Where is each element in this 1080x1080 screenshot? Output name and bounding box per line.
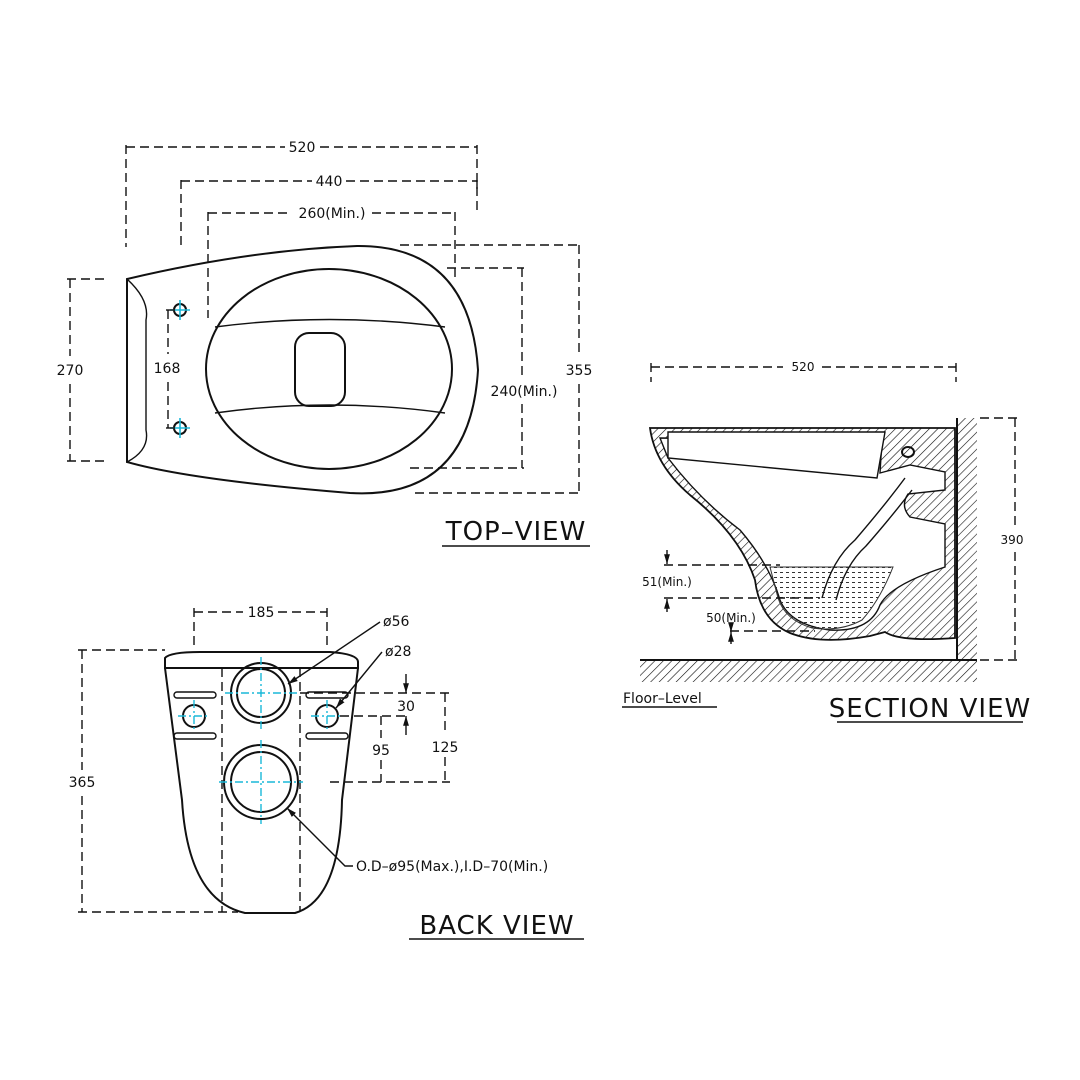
section-view: 520 390 51(Min.) 50(Min.) Floor–Level SE… xyxy=(622,360,1031,724)
top-view-outline xyxy=(126,244,480,495)
dim-390: 390 xyxy=(1001,533,1024,547)
dim-51-min: 51(Min.) xyxy=(642,575,692,589)
dim-outlet: O.D–ø95(Max.),I.D–70(Min.) xyxy=(356,859,548,875)
dim-95: 95 xyxy=(372,743,390,759)
dim-440: 440 xyxy=(316,174,343,190)
side-hole-icon xyxy=(178,700,343,732)
inlet-hole-icon xyxy=(225,657,297,729)
section-view-title: SECTION VIEW xyxy=(829,694,1031,724)
back-view-title: BACK VIEW xyxy=(419,911,574,941)
dim-168: 168 xyxy=(154,361,181,377)
dim-50-min: 50(Min.) xyxy=(706,611,756,625)
dim-185: 185 xyxy=(248,605,275,621)
top-view-title: TOP–VIEW xyxy=(445,517,587,547)
dim-dia-28: ø28 xyxy=(385,644,411,660)
dim-dia-56: ø56 xyxy=(383,614,409,630)
dim-240-min: 240(Min.) xyxy=(491,384,558,400)
water-seal xyxy=(769,566,894,630)
top-view: 520 440 260(Min.) 270 168 240(Min.) xyxy=(57,140,593,547)
dim-125: 125 xyxy=(432,740,459,756)
back-view: 185 ø56 ø28 O.D–ø95(Max.),I.D–70(Min.) 3… xyxy=(69,605,584,941)
dim-270: 270 xyxy=(57,363,84,379)
dim-365: 365 xyxy=(69,775,96,791)
dim-520-top: 520 xyxy=(289,140,316,156)
bowl-rim xyxy=(205,268,453,470)
dim-355: 355 xyxy=(566,363,593,379)
dim-520-section: 520 xyxy=(792,360,815,374)
dim-260-min: 260(Min.) xyxy=(299,206,366,222)
outlet-hole-icon xyxy=(219,740,303,824)
dim-30: 30 xyxy=(397,699,415,715)
floor-level-label: Floor–Level xyxy=(623,691,702,707)
outlet-opening xyxy=(294,332,346,407)
back-view-outline xyxy=(164,651,359,669)
